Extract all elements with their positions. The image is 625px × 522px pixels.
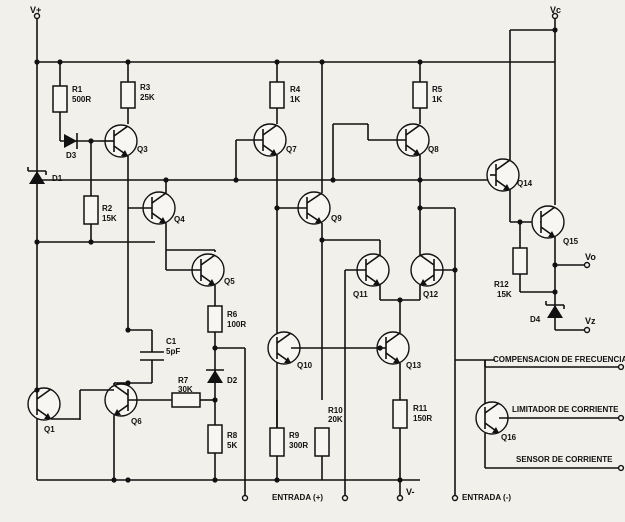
r12-ref: R12 [494,280,509,289]
r11-resistor [392,399,408,429]
r4-value: 1K [290,95,300,104]
q8-transistor [368,123,430,157]
r9-value: 300R [289,441,308,450]
r12-resistor [512,247,528,275]
d2-diode [206,369,224,383]
vminus-label: V- [406,487,415,497]
q14-transistor [486,158,520,192]
r11-ref: R11 [413,404,428,413]
q7-transistor [236,123,287,157]
r8-ref: R8 [227,431,238,440]
r12-value: 15K [497,290,512,299]
d2-label: D2 [227,376,238,385]
input-plus-label: ENTRADA (+) [272,493,323,502]
input-minus-label: ENTRADA (-) [462,493,511,502]
q12-transistor [410,253,455,287]
q13-label: Q13 [406,361,422,370]
r7-resistor [171,392,201,408]
compensation-terminal-label: COMPENSACION DE FRECUENCIA [493,355,625,364]
r10-value: 20K [328,415,343,424]
vo-label: Vo [585,252,596,262]
q15-transistor [531,205,565,239]
q4-label: Q4 [174,215,185,224]
r9-resistor [269,427,285,457]
q11-label: Q11 [353,290,368,299]
q9-label: Q9 [331,214,342,223]
q10-label: Q10 [297,361,313,370]
c1-ref: C1 [166,337,177,346]
r1-ref: R1 [72,85,83,94]
r4-ref: R4 [290,85,301,94]
vc-label: Vc [550,5,561,15]
q15-label: Q15 [563,237,579,246]
vz-label: Vz [585,316,596,326]
r4-resistor [269,81,285,109]
q6-label: Q6 [131,417,142,426]
q12-label: Q12 [423,290,439,299]
vplus-label: V+ [30,5,41,15]
d1-label: D1 [52,174,63,183]
d3-label: D3 [66,151,77,160]
q5-transistor [166,253,225,287]
r1-resistor [52,85,68,113]
limiter-terminal-label: LIMITADOR DE CORRIENTE [512,405,619,414]
q10-transistor [267,331,301,365]
d3-diode [64,133,78,149]
q8-label: Q8 [428,145,439,154]
r10-resistor [314,427,330,457]
r6-resistor [207,305,223,333]
vc-rail [509,12,559,205]
r2-value: 15K [102,214,117,223]
r2-resistor [83,195,99,225]
r10-ref: R10 [328,406,343,415]
r8-resistor [207,424,223,454]
c1-capacitor [140,351,164,361]
r11-value: 150R [413,414,432,423]
r3-resistor [120,81,136,109]
c1-value: 5pF [166,347,180,356]
r2-ref: R2 [102,204,113,213]
q1-transistor [27,387,80,421]
q11-transistor [345,253,390,287]
sensor-terminal-label: SENSOR DE CORRIENTE [516,455,613,464]
r3-value: 25K [140,93,155,102]
d4-label: D4 [530,315,541,324]
q4-transistor [128,191,176,225]
q16-label: Q16 [501,433,517,442]
r5-resistor [412,81,428,109]
d4-zener-diode [545,301,565,318]
r7-value: 30K [178,385,193,394]
q9-transistor [277,191,331,225]
r6-ref: R6 [227,310,238,319]
r6-value: 100R [227,320,246,329]
q6-transistor [104,383,172,417]
q3-transistor [100,124,138,158]
ground-rail [37,477,420,502]
r5-value: 1K [432,95,442,104]
q3-label: Q3 [137,145,148,154]
q7-label: Q7 [286,145,297,154]
r9-ref: R9 [289,431,300,440]
r1-value: 500R [72,95,91,104]
q1-label: Q1 [44,425,55,434]
q14-label: Q14 [517,179,533,188]
r8-value: 5K [227,441,237,450]
r7-ref: R7 [178,376,189,385]
r5-ref: R5 [432,85,443,94]
r3-ref: R3 [140,83,151,92]
q5-label: Q5 [224,277,235,286]
